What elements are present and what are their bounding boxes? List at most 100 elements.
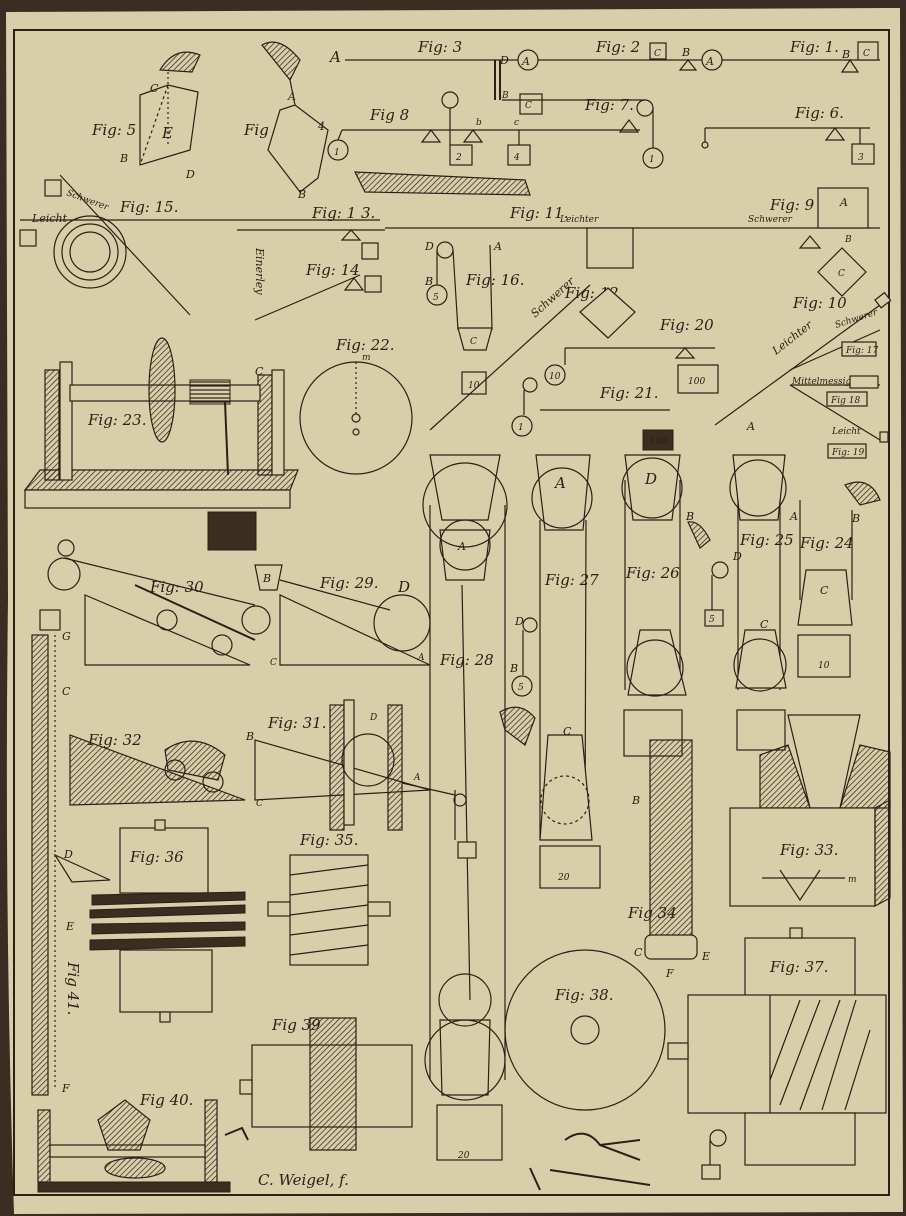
svg-text:3: 3 [858, 153, 864, 163]
fig-5-hand-rhombus: Fig: 5 E C B D [91, 51, 201, 181]
fig-37-label: Fig: 37. [769, 958, 828, 976]
svg-text:5: 5 [433, 293, 439, 303]
svg-text:C: C [256, 799, 263, 809]
fig-10-label: Fig: 10 [792, 294, 847, 312]
svg-text:m: m [362, 353, 371, 363]
svg-text:c: c [514, 118, 519, 128]
svg-text:C: C [820, 584, 829, 597]
plate-border [13, 29, 890, 1196]
fig-23-label: Fig: 23. [87, 411, 146, 429]
svg-text:B: B [685, 510, 694, 523]
svg-text:1: 1 [649, 155, 655, 165]
svg-text:m: m [848, 875, 857, 885]
fig-34-label: Fig 34 [627, 904, 677, 922]
fig-33-wedge-block: Fig: 33. m [729, 714, 891, 907]
fig-27-label: Fig: 27 [544, 571, 599, 589]
fig-20-label: Fig: 20 [659, 316, 714, 334]
fig-40-windlass: Fig 40. [37, 1091, 249, 1193]
label-a1: A [328, 48, 341, 66]
fig-29-label: Fig: 29. [319, 574, 378, 592]
svg-text:C: C [470, 337, 477, 347]
fig-38-wheel: Fig: 38. [504, 949, 666, 1111]
fig-8-label: Fig 8 [369, 106, 409, 124]
svg-text:Einerley: Einerley [253, 247, 266, 295]
svg-text:A: A [789, 510, 798, 523]
svg-text:A: A [287, 90, 296, 103]
svg-text:D: D [397, 578, 410, 596]
svg-text:E: E [701, 950, 710, 963]
fig-23-windlass: Fig: 23. C [23, 337, 299, 551]
svg-text:C: C [62, 685, 71, 698]
svg-text:B: B [851, 512, 860, 525]
svg-text:D: D [732, 550, 742, 563]
svg-text:D: D [514, 615, 524, 628]
label-d1: D [499, 54, 509, 67]
fig-30-label: Fig: 30 [149, 578, 204, 596]
svg-text:100: 100 [688, 377, 705, 387]
svg-text:A: A [417, 653, 425, 663]
svg-text:Schwerer: Schwerer [748, 215, 793, 225]
svg-text:1: 1 [334, 148, 340, 158]
fig-6-label: Fig: 6. [794, 104, 844, 122]
fig-36-label: Fig: 36 [129, 848, 184, 866]
fig-31-label: Fig: 31. [267, 714, 326, 732]
svg-text:A: A [705, 55, 714, 68]
svg-text:B: B [119, 152, 128, 165]
svg-text:100: 100 [650, 437, 667, 447]
svg-text:C: C [255, 365, 264, 378]
svg-text:1: 1 [518, 423, 524, 433]
svg-text:E: E [161, 124, 173, 142]
svg-text:D: D [644, 470, 657, 488]
svg-text:F: F [61, 1082, 70, 1095]
fig-26-pulley: 100 D Fig: 26 B [621, 429, 711, 757]
fig-33-label: Fig: 33. [779, 841, 838, 859]
svg-text:4: 4 [513, 153, 520, 163]
svg-text:B: B [844, 235, 852, 245]
svg-text:A: A [493, 240, 502, 253]
fig-37-drum: Fig: 37. [667, 927, 887, 1180]
fig-27-pulley: A Fig: 27 D 5 B C 20 [509, 454, 601, 889]
svg-text:D: D [369, 713, 377, 723]
fig-16-pulley: D 5 B A Fig: 16. C 10 [424, 240, 524, 395]
fig-4-label: Fig [243, 121, 269, 139]
fig-32-label: Fig: 32 [87, 731, 142, 749]
fig-31-wedge: Fig: 31. B C A D [245, 699, 456, 831]
fig-8-lever-pulleys: Fig 8 1 2 4 b c C B Fig: 7. 1 [327, 91, 664, 169]
fig-1-label: Fig: 1. [789, 38, 839, 56]
fig-13-label: Fig: 1 3. [311, 204, 375, 222]
svg-text:20: 20 [557, 873, 570, 883]
svg-text:Leicht: Leicht [831, 427, 861, 437]
fig-41-label: Fig 41. [64, 961, 82, 1015]
svg-text:B: B [262, 572, 271, 585]
svg-text:D: D [185, 168, 195, 181]
svg-text:A: A [746, 420, 755, 433]
fig-35-label: Fig: 35. [299, 831, 358, 849]
fig-16-label: Fig: 16. [465, 271, 524, 289]
fig-35-drum: Fig: 35. [267, 831, 391, 966]
engraver-signature: C. Weigel, f. [258, 1171, 349, 1189]
fig-25-label: Fig: 25 [739, 531, 794, 549]
svg-text:B: B [424, 275, 433, 288]
svg-text:Leichter: Leichter [559, 215, 599, 225]
svg-text:B: B [681, 46, 690, 59]
svg-text:C: C [563, 725, 572, 738]
fig-34-screw: B Fig 34 C E F [627, 739, 710, 980]
fig-18-label: Fig 18 [830, 396, 860, 406]
svg-text:C: C [525, 101, 532, 111]
svg-text:10: 10 [468, 381, 480, 391]
fig-29-30-inclines: Fig: 30 B D Fig: 29. C A [47, 539, 431, 668]
svg-text:4: 4 [317, 120, 325, 133]
svg-text:B: B [501, 91, 509, 101]
svg-text:D: D [424, 240, 434, 253]
fig-15-label: Fig: 15. [119, 198, 178, 216]
fig-38-label: Fig: 38. [554, 986, 613, 1004]
svg-text:B: B [297, 188, 306, 201]
fig-32-cart-incline: Fig: 32 [69, 731, 246, 806]
fig-5-label: Fig: 5 [91, 121, 136, 139]
fig-13-14-levers: Fig: 1 3. Einerley Fig: 14 [237, 204, 385, 321]
svg-text:B: B [245, 730, 254, 743]
fig-1-2-3-levers: A Fig: 3 D A Fig: 2 C B A Fig: 1. B C [328, 38, 880, 100]
fig-21-label: Fig: 21. [599, 384, 658, 402]
fig-22-label: Fig: 22. [335, 336, 394, 354]
